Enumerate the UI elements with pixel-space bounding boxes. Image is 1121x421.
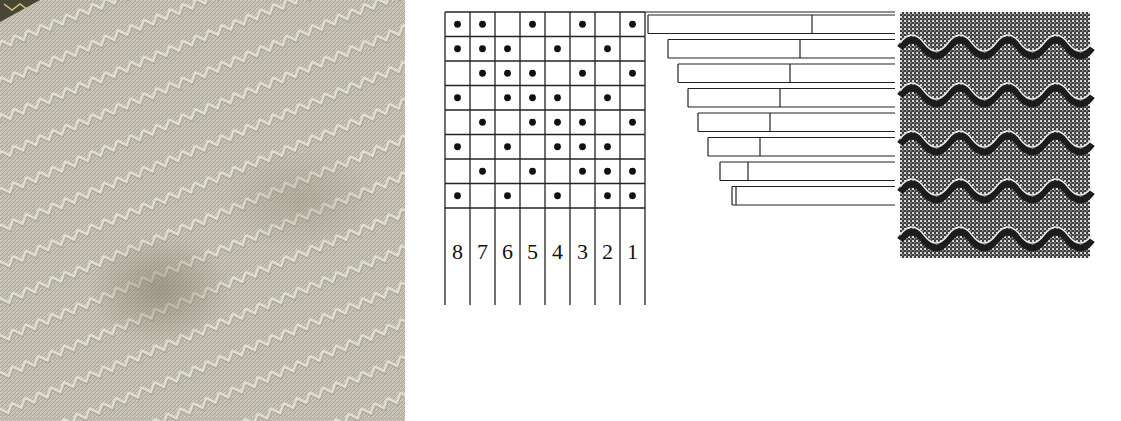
draft-dots bbox=[454, 21, 636, 199]
draft-dot bbox=[479, 119, 486, 126]
draft-dot bbox=[554, 192, 561, 199]
bar-line bbox=[747, 162, 748, 181]
column-number: 2 bbox=[602, 241, 613, 263]
bar-line bbox=[698, 112, 895, 113]
fabric-photo bbox=[0, 0, 405, 421]
draft-dot bbox=[554, 143, 561, 150]
draft-dot bbox=[554, 45, 561, 52]
draft-dot bbox=[604, 143, 611, 150]
bar-line bbox=[732, 204, 895, 205]
draft-dot bbox=[454, 192, 461, 199]
bar-line bbox=[648, 33, 895, 34]
bar-line bbox=[759, 138, 760, 157]
draft-dot bbox=[529, 119, 536, 126]
treadling-bars bbox=[645, 12, 895, 205]
bar-line bbox=[720, 161, 895, 162]
draft-dot bbox=[604, 45, 611, 52]
draft-dot bbox=[454, 45, 461, 52]
draft-dot bbox=[604, 94, 611, 101]
bar-line bbox=[707, 138, 708, 157]
draft-dot bbox=[554, 119, 561, 126]
draft-dot bbox=[579, 168, 586, 175]
bar-line bbox=[799, 40, 800, 59]
draft-dot bbox=[504, 45, 511, 52]
column-number: 5 bbox=[527, 241, 538, 263]
draft-dot bbox=[604, 192, 611, 199]
draft-dot bbox=[629, 192, 636, 199]
woven-sample bbox=[900, 12, 1092, 258]
bar-line bbox=[647, 15, 648, 34]
draft-dot bbox=[454, 94, 461, 101]
bar-line bbox=[678, 63, 895, 64]
bar-line bbox=[708, 137, 895, 138]
draft-dot bbox=[504, 143, 511, 150]
bar-line bbox=[789, 64, 790, 83]
bar-line bbox=[697, 113, 698, 132]
draft-dot bbox=[529, 21, 536, 28]
draft-dot bbox=[629, 21, 636, 28]
draft-dot bbox=[529, 70, 536, 77]
draft-dot bbox=[579, 70, 586, 77]
column-number: 6 bbox=[502, 241, 513, 263]
draft-dot bbox=[629, 119, 636, 126]
bar-line bbox=[769, 113, 770, 132]
bar-line bbox=[667, 40, 668, 59]
draft-dot bbox=[454, 143, 461, 150]
bar-line bbox=[708, 155, 895, 156]
bar-line bbox=[735, 187, 736, 206]
bar-line bbox=[731, 187, 732, 206]
column-number: 1 bbox=[627, 241, 638, 263]
draft-dot bbox=[504, 192, 511, 199]
bar-line bbox=[677, 64, 678, 83]
bar-line bbox=[779, 89, 780, 108]
draft-dot bbox=[554, 94, 561, 101]
draft-dot bbox=[579, 21, 586, 28]
bar-line bbox=[668, 57, 895, 58]
draft-dot bbox=[479, 70, 486, 77]
draft-dot bbox=[504, 70, 511, 77]
bar-line bbox=[732, 186, 895, 187]
column-number: 7 bbox=[477, 241, 488, 263]
threading-draft bbox=[445, 12, 645, 305]
draft-dot bbox=[479, 21, 486, 28]
draft-dot bbox=[579, 119, 586, 126]
bar-line bbox=[719, 162, 720, 181]
bar-line bbox=[648, 14, 895, 15]
bar-line bbox=[645, 11, 895, 12]
column-number: 8 bbox=[452, 241, 463, 263]
draft-dot bbox=[479, 168, 486, 175]
bar-line bbox=[668, 39, 895, 40]
bar-line bbox=[811, 15, 812, 34]
bar-line bbox=[687, 89, 688, 108]
column-number: 3 bbox=[577, 241, 588, 263]
bar-line bbox=[688, 106, 895, 107]
bar-line bbox=[720, 180, 895, 181]
draft-dot bbox=[579, 143, 586, 150]
bar-line bbox=[698, 131, 895, 132]
draft-dot bbox=[479, 45, 486, 52]
draft-dot bbox=[629, 168, 636, 175]
draft-dot bbox=[454, 21, 461, 28]
draft-dot bbox=[629, 70, 636, 77]
draft-dot bbox=[529, 168, 536, 175]
bar-line bbox=[688, 88, 895, 89]
column-number: 4 bbox=[552, 241, 563, 263]
draft-dot bbox=[529, 94, 536, 101]
bar-line bbox=[678, 82, 895, 83]
draft-dot bbox=[504, 94, 511, 101]
draft-dot bbox=[604, 168, 611, 175]
